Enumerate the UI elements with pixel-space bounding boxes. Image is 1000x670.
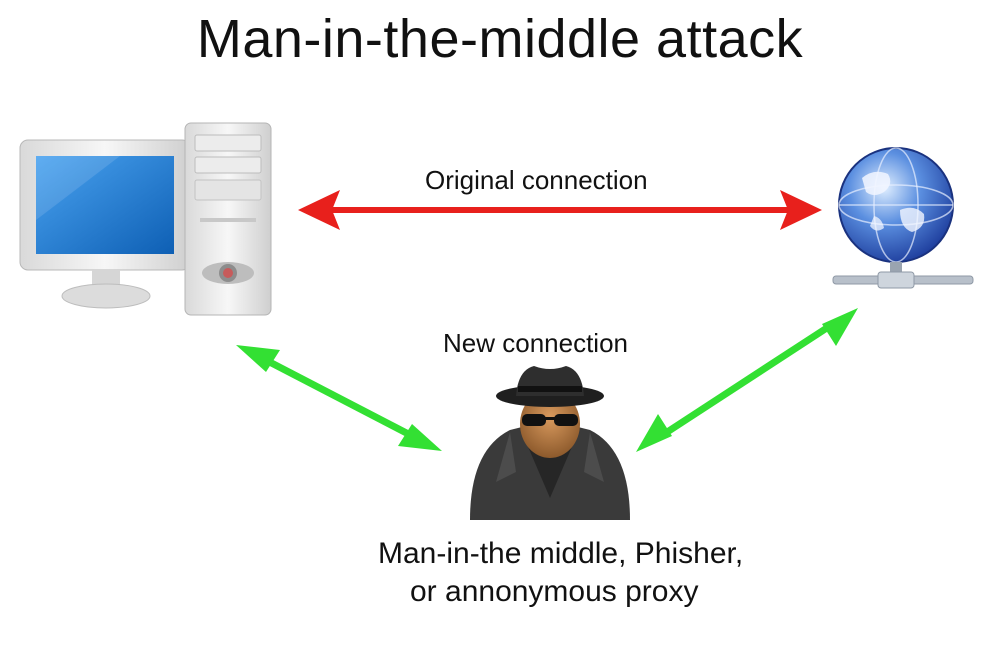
attacker-caption-line1: Man-in-the middle, Phisher, xyxy=(378,537,744,570)
attacker-caption: Man-in-the middle, Phisher, or annonymou… xyxy=(330,535,830,611)
desktop-computer-icon xyxy=(19,122,272,316)
original-connection-label: Original connection xyxy=(425,165,648,195)
original-connection-arrow xyxy=(298,190,822,230)
page-title: Man-in-the-middle attack xyxy=(196,9,804,69)
globe-server-icon xyxy=(832,147,974,289)
hacker-spy-icon xyxy=(470,366,630,520)
new-connection-label: New connection xyxy=(443,328,628,358)
new-connection-arrow-right xyxy=(636,308,858,452)
new-connection-arrow-left xyxy=(236,345,442,451)
attacker-caption-line2: or annonymous proxy xyxy=(410,575,699,608)
